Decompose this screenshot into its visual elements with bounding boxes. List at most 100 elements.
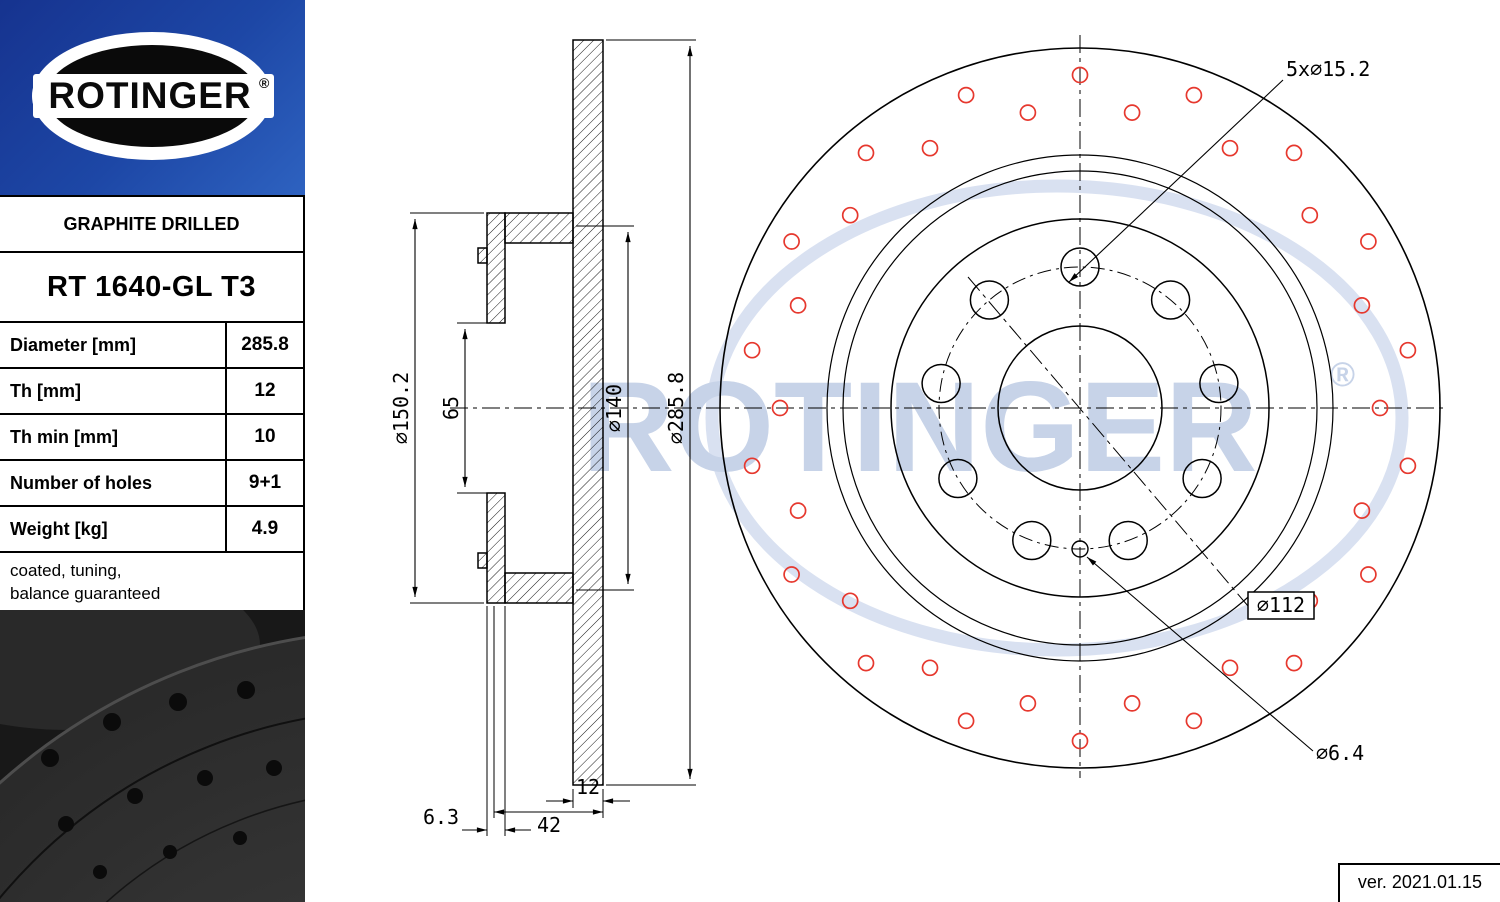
drilled-hole-marker [1353,502,1371,519]
dim-disc-thickness: 12 [576,775,600,799]
bolt-holes [921,247,1239,561]
drilled-hole-marker [771,399,789,417]
section-outline [477,39,604,786]
dim-hat-diameter: ⌀140 [602,384,626,432]
dim-bolt-holes: 5x⌀15.2 [1286,57,1370,81]
brake-disc-photo-illustration [0,610,305,902]
watermark: ROTINGER ® [582,179,1409,657]
version-box: ver. 2021.01.15 [1337,863,1500,902]
bolt-hole [969,280,1010,320]
spec-panel: GRAPHITE DRILLED RT 1640-GL T3 Diameter … [0,195,305,612]
bolt-hole [1060,247,1100,287]
photo-drill-holes [41,681,282,879]
spec-label: Th [mm] [10,381,81,401]
drilled-hole-marker [1301,206,1319,224]
dim-flange-thickness: 6.3 [423,805,459,829]
drilled-hole-marker [1123,104,1141,121]
drilled-hole-marker [841,592,859,610]
front-view: 5x⌀15.2 ⌀112 ⌀6.4 [712,35,1448,778]
product-photo [0,610,305,902]
spec-label: Th min [mm] [10,427,118,447]
spec-value: 285.8 [225,323,303,367]
drilled-hole-marker [1221,139,1239,157]
drilled-hole-marker [1123,695,1141,712]
spec-label: Weight [kg] [10,519,108,539]
brand-header: ROTINGER ® [0,0,305,195]
spec-value: 10 [225,415,303,459]
spec-row-thickness: Th [mm] 12 [0,369,303,415]
part-number: RT 1640-GL T3 [0,253,303,323]
bolt-hole [1199,363,1239,404]
drilled-hole-marker [783,233,800,250]
drilled-hole-marker [743,341,761,359]
drilled-hole-marker [1399,457,1417,475]
dim-pitch-circle-diameter: ⌀112 [1257,593,1305,617]
note-line-1: coated, tuning, [10,561,122,580]
drilled-hole-marker [857,144,875,162]
bolt-hole [921,363,961,404]
drilled-hole-marker [921,139,939,157]
dim-overall-depth: 42 [537,813,561,837]
section-dimensions: ⌀150.2 65 ⌀140 ⌀285.8 [389,39,696,837]
spec-value: 9+1 [225,461,303,505]
front-annotations: 5x⌀15.2 ⌀112 ⌀6.4 [1068,57,1370,765]
spec-label: Number of holes [10,473,153,493]
photo-disc [0,636,305,902]
bolt-hole [1182,458,1222,499]
drilled-hole-marker [789,502,807,519]
drilled-hole-marker [1071,66,1089,84]
section-view: ⌀150.2 65 ⌀140 ⌀285.8 [389,39,725,837]
dim-hat-face-diameter: ⌀150.2 [389,372,413,444]
bolt-hole [938,458,978,499]
drilled-hole-marker [1221,659,1239,677]
version-label: ver. 2021.01.15 [1357,872,1482,892]
drawing-canvas: ROTINGER ® ⌀1 [389,35,1448,837]
drilled-hole-marker [783,566,800,583]
spec-row-weight: Weight [kg] 4.9 [0,507,303,553]
dim-outer-diameter: ⌀285.8 [664,372,688,444]
logo-band [33,74,274,118]
watermark-wordmark: ROTINGER [582,356,1258,499]
drilled-hole-marker [1185,712,1203,730]
drilled-hole-marker [1285,654,1303,672]
logo-wordmark: ROTINGER [48,75,251,116]
spec-label: Diameter [mm] [10,335,137,355]
drilled-hole-marker [1185,86,1203,104]
bolt-hole [1150,280,1191,320]
rotinger-logo: ROTINGER ® [32,32,274,160]
dim-pin-hole: ⌀6.4 [1316,741,1364,765]
drilled-holes [743,66,1417,750]
drilled-hole-marker [1285,144,1303,162]
drilled-hole-marker [1019,695,1037,712]
drilled-hole-marker [857,654,875,672]
note-line-2: balance guaranteed [10,584,161,603]
spec-row-diameter: Diameter [mm] 285.8 [0,323,303,369]
logo-registered-mark: ® [259,75,270,91]
drilled-hole-marker [1360,566,1377,583]
drilled-hole-marker [1399,341,1417,359]
drilled-hole-marker [1371,399,1389,417]
drilled-hole-marker [921,659,939,677]
drilled-hole-marker [1071,732,1089,750]
drilled-hole-marker [743,457,761,475]
drilled-hole-marker [789,297,807,314]
product-line-label: GRAPHITE DRILLED [0,197,303,253]
product-note: coated, tuning, balance guaranteed [0,553,303,612]
bolt-hole [1012,520,1052,561]
drilled-hole-marker [841,206,859,224]
pcd-label-box [1247,591,1315,620]
drilled-hole-marker [957,712,975,730]
drilled-hole-marker [1360,233,1377,250]
spec-value: 4.9 [225,507,303,551]
spec-value: 12 [225,369,303,413]
watermark-registered-mark: ® [1330,356,1355,394]
front-centerlines [712,35,1448,778]
technical-drawing: ROTINGER ® ⌀1 [305,0,1500,902]
spec-row-holes: Number of holes 9+1 [0,461,303,507]
dim-center-bore: 65 [439,396,463,420]
drilled-hole-marker [957,86,975,104]
sidebar: ROTINGER ® GRAPHITE DRILLED RT 1640-GL T… [0,0,305,902]
drilled-hole-marker [1353,297,1371,314]
spec-row-thickness-min: Th min [mm] 10 [0,415,303,461]
